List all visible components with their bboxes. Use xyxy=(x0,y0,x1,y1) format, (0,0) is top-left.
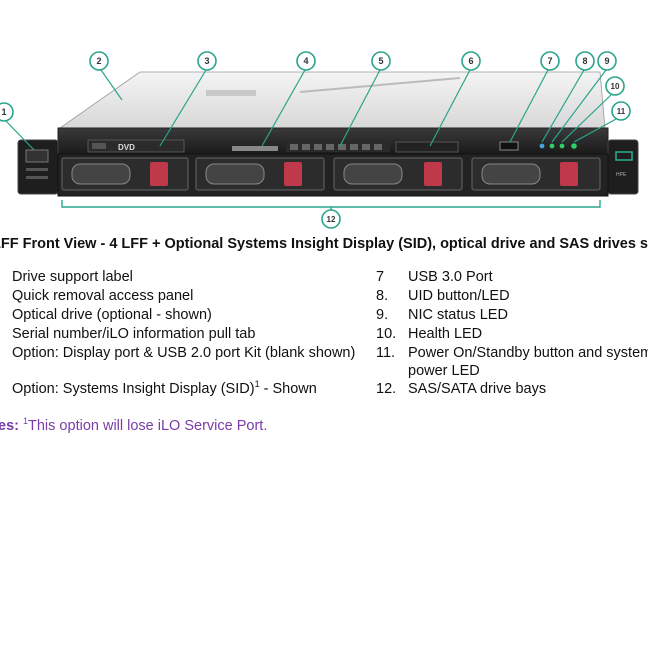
drive-bay-4[interactable] xyxy=(471,157,601,191)
drive-bay-2[interactable] xyxy=(195,157,325,191)
right-ear: HPE xyxy=(607,139,639,195)
callout-6: 6 xyxy=(461,51,481,71)
sid-label: HPE xyxy=(616,172,627,178)
vent-grille xyxy=(286,142,390,152)
svg-text:10: 10 xyxy=(611,82,620,91)
legend-right: 7 USB 3.0 Port 8. UID button/LED 9. NIC … xyxy=(376,269,648,397)
callout-2: 2 xyxy=(89,51,109,71)
callout-10: 10 xyxy=(605,76,625,96)
footnote: es: 1This option will lose iLO Service P… xyxy=(0,416,268,434)
svg-text:5: 5 xyxy=(378,56,383,66)
chassis-top xyxy=(58,71,606,129)
callout-3: 3 xyxy=(197,51,217,71)
callout-1: 1 xyxy=(0,102,14,122)
footnote-marker: 1 xyxy=(23,416,29,427)
display-port-blank xyxy=(395,141,459,153)
callout-leaders xyxy=(4,69,619,151)
svg-text:7: 7 xyxy=(547,56,552,66)
server-front-view-figure: DVD HPE xyxy=(0,51,639,229)
svg-text:3: 3 xyxy=(204,56,209,66)
footnote-label: es: xyxy=(0,418,19,434)
svg-text:8: 8 xyxy=(582,56,587,66)
svg-text:9: 9 xyxy=(604,56,609,66)
callout-4: 4 xyxy=(296,51,316,71)
left-ear-sid xyxy=(17,139,59,195)
drive-bay-1[interactable] xyxy=(61,157,189,191)
uid-led[interactable] xyxy=(539,143,545,149)
svg-text:6: 6 xyxy=(468,56,473,66)
optical-drive-label: DVD xyxy=(118,143,135,152)
figure-title: LFF Front View - 4 LFF + Optional System… xyxy=(0,236,648,252)
drive-bay-3[interactable] xyxy=(333,157,463,191)
power-button[interactable] xyxy=(571,143,577,149)
health-led xyxy=(559,143,565,149)
svg-text:1: 1 xyxy=(1,107,6,117)
callout-11: 11 xyxy=(611,101,631,121)
legend-left: Drive support label Quick removal access… xyxy=(12,269,356,397)
callout-7: 7 xyxy=(540,51,560,71)
callout-9: 9 xyxy=(597,51,617,71)
pull-tab[interactable] xyxy=(232,146,278,151)
callout-8: 8 xyxy=(575,51,595,71)
callout-5: 5 xyxy=(371,51,391,71)
nic-status-led xyxy=(549,143,555,149)
usb-port[interactable] xyxy=(499,141,519,151)
drive-bays-bracket xyxy=(61,200,601,208)
svg-text:2: 2 xyxy=(96,56,101,66)
optical-drive: DVD xyxy=(87,139,185,153)
svg-text:12: 12 xyxy=(327,215,336,224)
footnote-text: This option will lose iLO Service Port. xyxy=(28,418,268,434)
callout-12: 12 xyxy=(321,209,341,229)
svg-text:11: 11 xyxy=(617,107,626,116)
svg-text:4: 4 xyxy=(303,56,308,66)
